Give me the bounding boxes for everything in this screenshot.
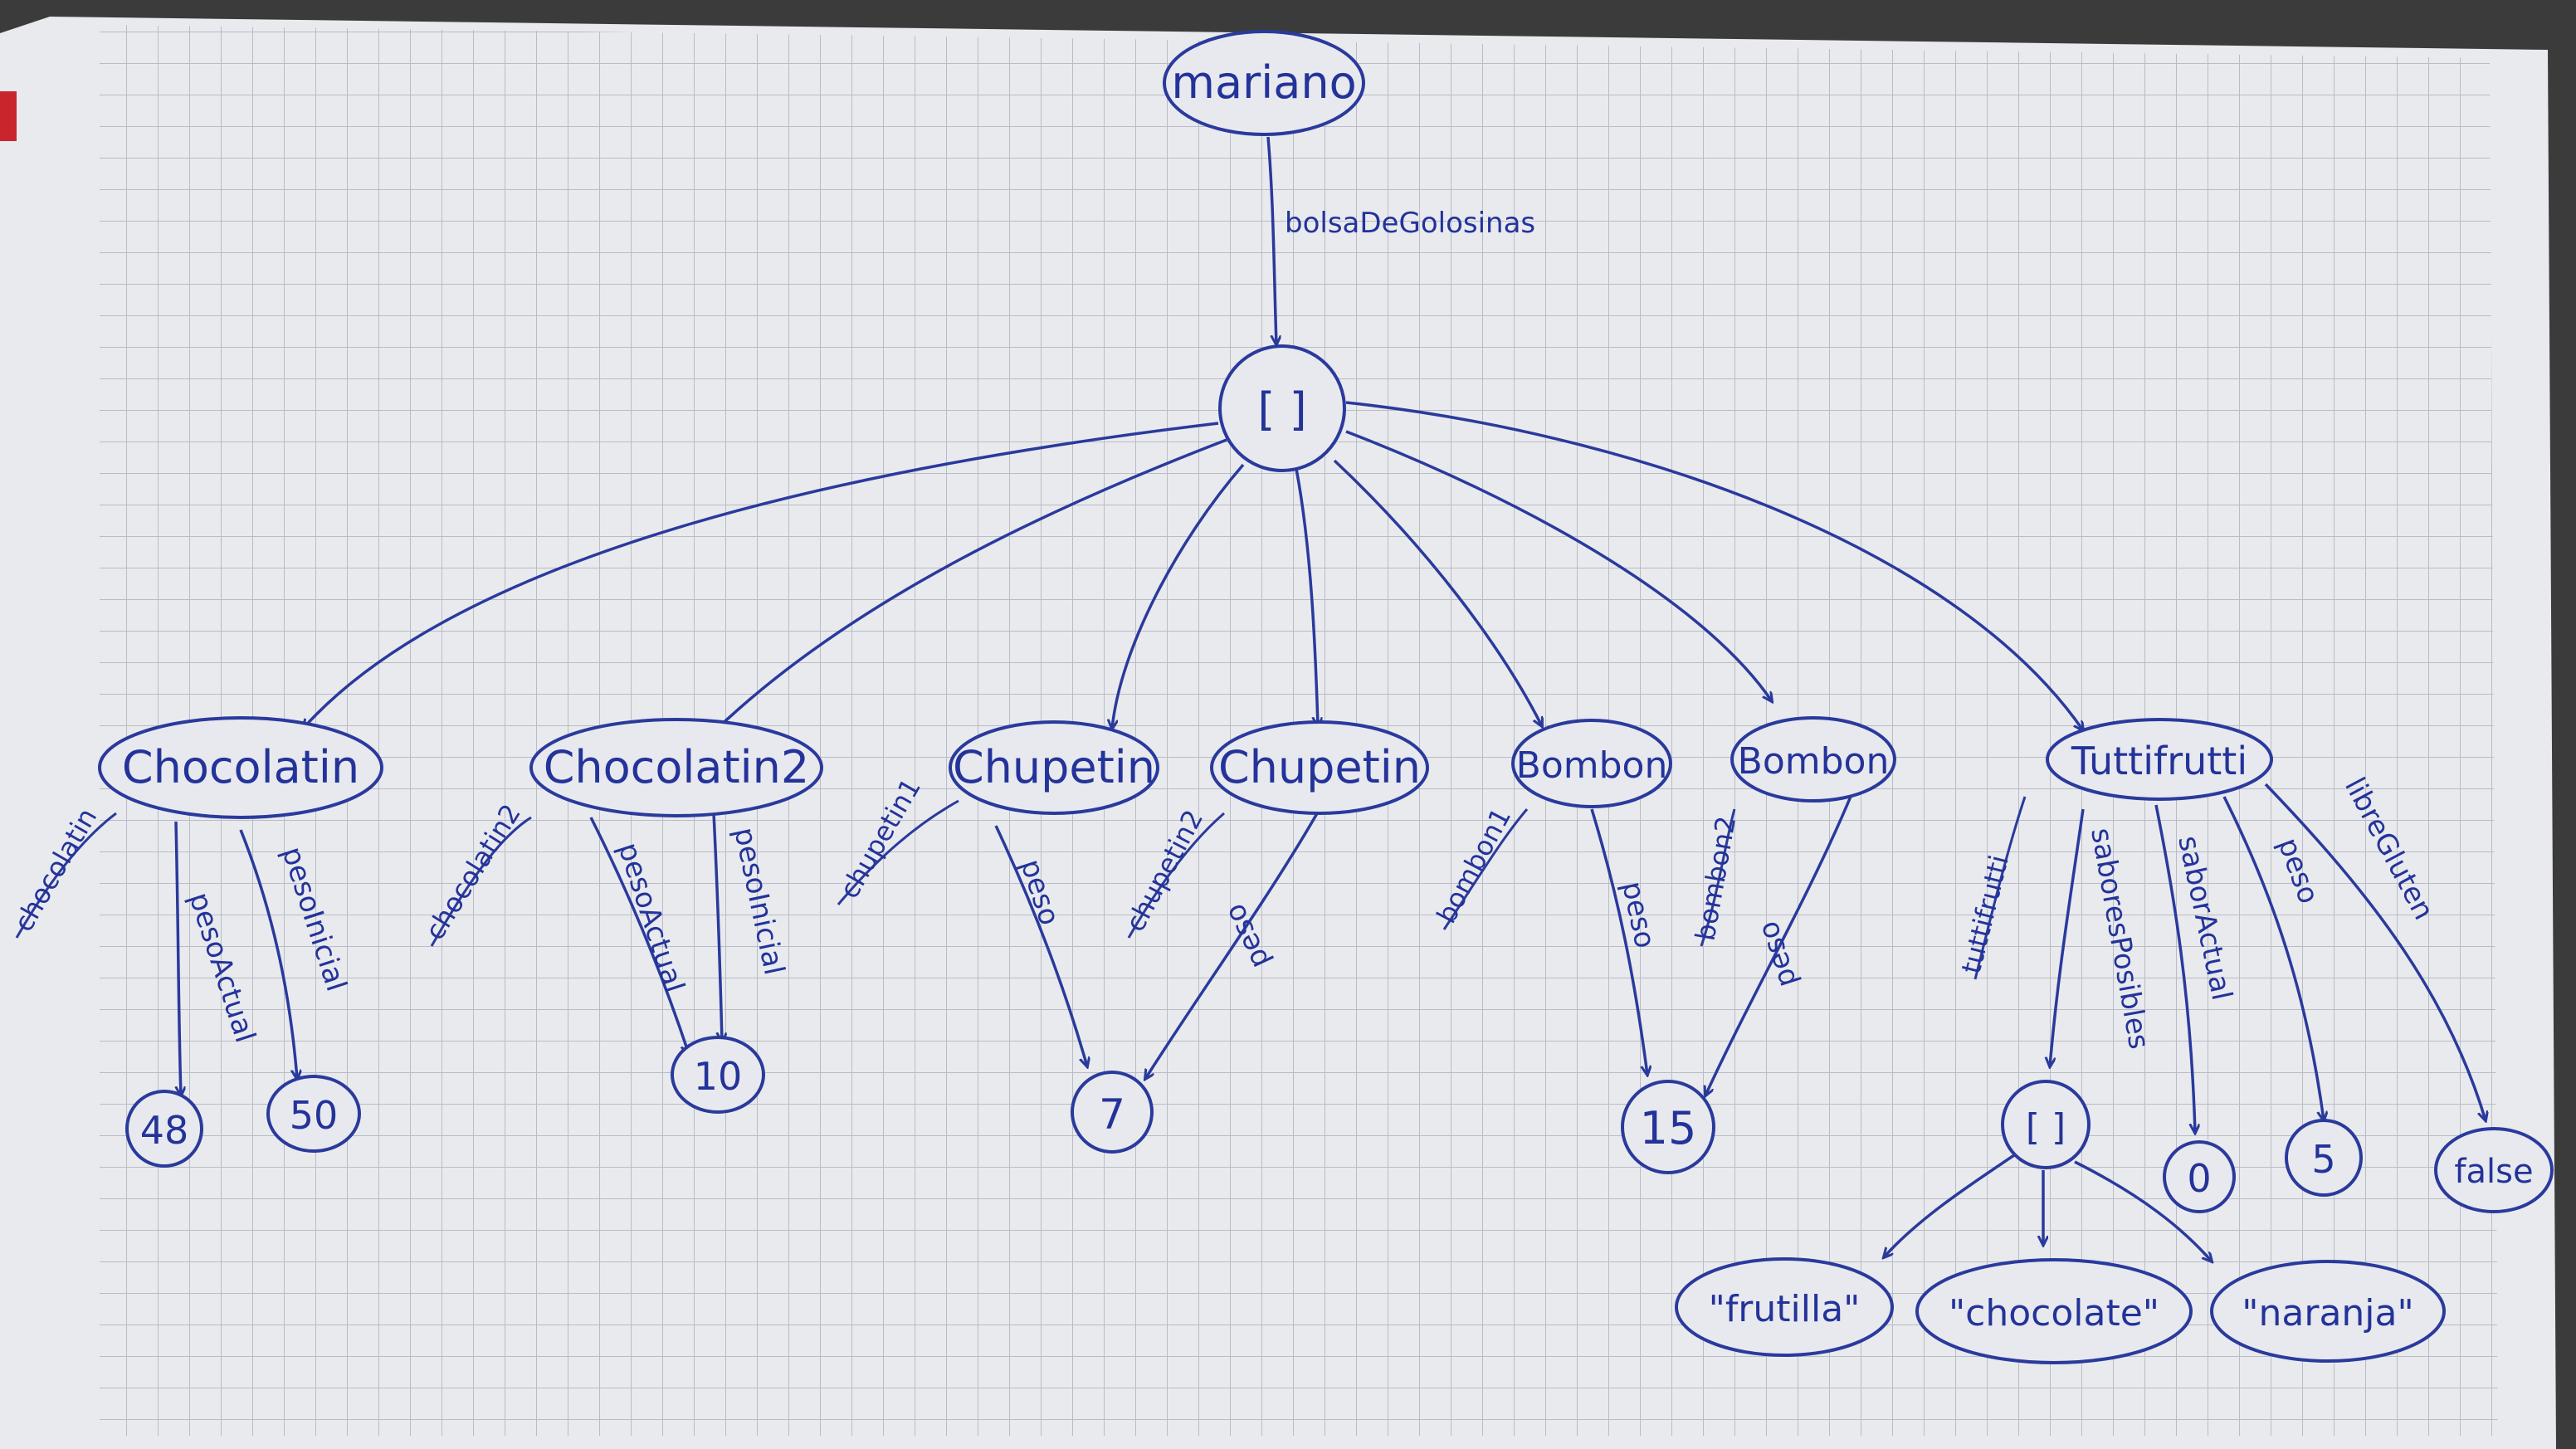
node-tuttifrutti: Tuttifrutti [2046, 718, 2273, 801]
red-edge-mark [0, 91, 17, 141]
value-50: 50 [290, 1093, 339, 1138]
nodes: mariano [ ] Chocolatin Chocolatin2 Chupe… [98, 30, 2554, 1364]
edge-list-chocolatin [303, 422, 1219, 729]
value-5: 5 [2311, 1137, 2335, 1182]
sabor-chocolate: "chocolate" [1949, 1292, 2159, 1334]
node-value-5: 5 [2285, 1119, 2363, 1197]
node-chupetin1: Chupetin [949, 720, 1159, 815]
value-false: false [2454, 1153, 2533, 1191]
node-value-7: 7 [1071, 1071, 1154, 1154]
node-value-0: 0 [2163, 1140, 2236, 1213]
value-48: 48 [140, 1108, 189, 1153]
node-value-48: 48 [125, 1090, 203, 1168]
node-value-15: 15 [1621, 1080, 1715, 1174]
node-value-false: false [2434, 1127, 2554, 1213]
node-value-50: 50 [266, 1075, 361, 1153]
node-sabor-naranja: "naranja" [2210, 1260, 2446, 1363]
node-bombon1-label: Bombon [1516, 744, 1668, 787]
edge-list-chocolatin2 [715, 438, 1227, 730]
node-chupetin2: Chupetin [1210, 720, 1429, 815]
edge-label-bolsa: bolsaDeGolosinas [1285, 207, 1535, 240]
value-15: 15 [1640, 1102, 1697, 1154]
edge-list-bombon1 [1333, 459, 1542, 726]
edge-list-chupetin2 [1295, 468, 1318, 726]
node-root-label: mariano [1171, 56, 1356, 109]
sabor-frutilla: "frutilla" [1709, 1288, 1861, 1330]
node-chupetin1-label: Chupetin [953, 741, 1155, 793]
node-value-10: 10 [671, 1036, 765, 1114]
edge-bolsa [1266, 136, 1276, 344]
node-chocolatin: Chocolatin [98, 716, 383, 819]
node-chocolatin-label: Chocolatin [122, 741, 359, 793]
value-10: 10 [694, 1054, 743, 1099]
node-list: [ ] [1218, 344, 1346, 472]
edge-list-chupetin1 [1112, 463, 1245, 729]
edge-list-bombon2 [1345, 430, 1772, 701]
node-chocolatin2-label: Chocolatin2 [544, 741, 810, 793]
node-chocolatin2: Chocolatin2 [529, 718, 823, 817]
node-root: mariano [1163, 30, 1365, 136]
node-sabores-list: [ ] [2001, 1080, 2091, 1169]
node-list-label: [ ] [1257, 383, 1306, 436]
node-bombon1: Bombon [1511, 719, 1672, 808]
edge-list-tuttifrutti [1345, 401, 2083, 730]
node-chupetin2-label: Chupetin [1218, 741, 1421, 793]
value-0: 0 [2187, 1156, 2211, 1201]
sabor-naranja: "naranja" [2242, 1292, 2413, 1334]
node-tuttifrutti-label: Tuttifrutti [2071, 739, 2247, 783]
edges [15, 136, 2486, 1261]
node-bombon2-label: Bombon [1738, 740, 1890, 783]
value-7: 7 [1099, 1090, 1125, 1139]
node-sabor-frutilla: "frutilla" [1675, 1257, 1894, 1357]
node-bombon2: Bombon [1730, 716, 1896, 803]
node-sabor-chocolate: "chocolate" [1915, 1258, 2193, 1364]
node-sabores-list-label: [ ] [2026, 1106, 2066, 1149]
